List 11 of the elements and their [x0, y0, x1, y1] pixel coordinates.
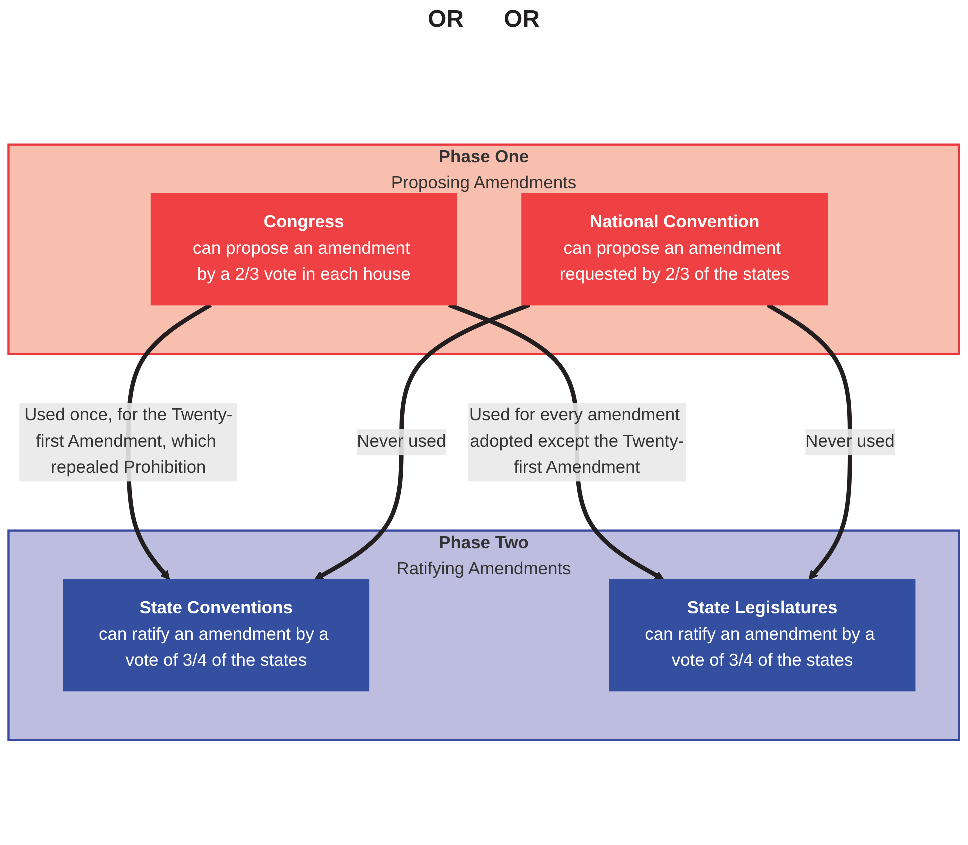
node-box: National Convention can propose an amendment requested by 2/3 of the states — [522, 193, 828, 306]
node-box: Congress can propose an amendment by a 2/3 vote in each house — [150, 193, 458, 306]
node-box: State Legislatures can ratify an amendment by a vote of 3/4 of the states — [609, 579, 916, 692]
edge-label: Used for every amendment adopted except the Twenty-first Amendment — [470, 406, 684, 478]
arrow — [314, 303, 531, 580]
edge-label: Used once, for the Twenty-first Amendment, which repealed Prohibition — [24, 406, 233, 478]
or-text: OR — [428, 6, 464, 34]
edge-label: Never used — [806, 432, 895, 452]
or-text: OR — [504, 6, 540, 34]
edge-label: Never used — [357, 432, 446, 452]
node-box: State Conventions can ratify an amendment by a vote of 3/4 of the states — [63, 579, 370, 692]
